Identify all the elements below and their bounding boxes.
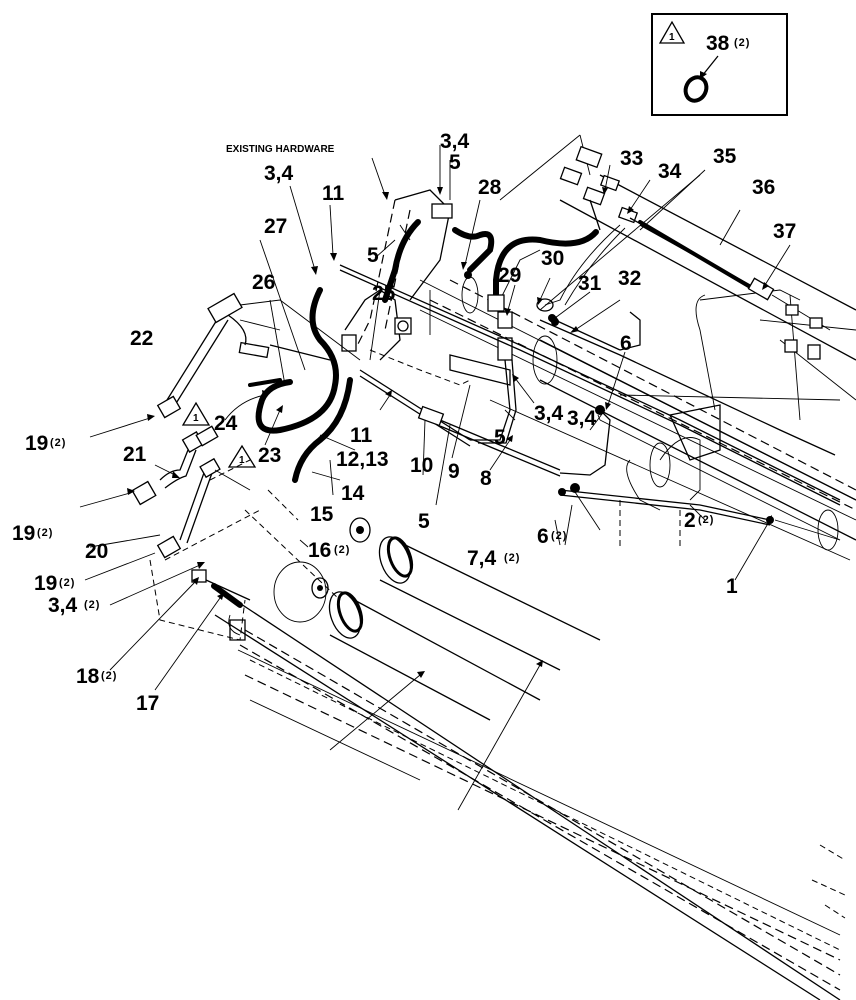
callout-19-upper: 19 <box>25 432 48 455</box>
callout-3-4-top: 3,4 <box>440 130 470 153</box>
inset-note-number: 1 <box>669 32 675 43</box>
callout-35: 35 <box>713 145 737 168</box>
callout-6-upper: 6 <box>620 332 632 355</box>
callouts: EXISTING HARDWARE 3,4 5 3,4 11 28 33 34 … <box>12 130 796 715</box>
fittings-top-right <box>487 145 831 360</box>
note-triangle-icon <box>658 20 686 44</box>
callout-37: 37 <box>773 220 796 243</box>
callout-6-lower: 6 <box>537 525 549 548</box>
callout-5-mid: 5 <box>367 244 379 267</box>
note-24-triangle-icon <box>181 401 211 426</box>
callout-5-lower: 5 <box>418 510 430 533</box>
callout-17: 17 <box>136 692 159 715</box>
callout-24-note: 1 <box>193 413 199 424</box>
callout-31: 31 <box>578 272 602 295</box>
callout-32: 32 <box>618 267 641 290</box>
callout-30: 30 <box>541 247 564 270</box>
callout-23-note: 1 <box>239 455 245 466</box>
existing-hardware-note: EXISTING HARDWARE <box>226 144 335 155</box>
callout-15: 15 <box>310 503 334 526</box>
callout-34: 34 <box>658 160 682 183</box>
callout-25: 25 <box>372 282 396 305</box>
callout-3-4-right: 3,4 <box>567 407 597 430</box>
callout-6-lower-qty: (2) <box>551 530 567 542</box>
callout-27: 27 <box>264 215 287 238</box>
callout-11-lower: 11 <box>350 424 373 447</box>
callout-3-4-bottom-qty: (2) <box>84 599 100 611</box>
callout-5-top: 5 <box>449 151 461 174</box>
callout-2: 2 <box>684 509 696 532</box>
callout-19-lower-qty: (2) <box>59 577 75 589</box>
leader-lines <box>79 145 841 811</box>
callout-1: 1 <box>726 575 738 598</box>
callout-8: 8 <box>480 467 492 490</box>
upper-frame <box>419 134 856 561</box>
callout-3-4-mid: 3,4 <box>534 402 564 425</box>
left-hose-assembly <box>131 292 341 641</box>
callout-26: 26 <box>252 271 275 294</box>
callout-3-4-bottom: 3,4 <box>48 594 78 617</box>
callout-11-upper: 11 <box>322 182 345 205</box>
callout-16: 16 <box>308 539 331 562</box>
callout-7-4-qty: (2) <box>504 552 520 564</box>
callout-5-right: 5 <box>494 426 506 449</box>
callout-18-qty: (2) <box>101 670 117 682</box>
callout-12-13: 12,13 <box>336 448 389 471</box>
note-23-triangle-icon <box>227 444 257 468</box>
callout-23: 23 <box>258 444 281 467</box>
callout-3-4-left: 3,4 <box>264 162 294 185</box>
callout-21: 21 <box>123 443 147 466</box>
callout-36: 36 <box>752 176 775 199</box>
callout-16-qty: (2) <box>334 544 350 556</box>
inset-detail-box: 1 38 (2) <box>651 13 788 116</box>
callout-19-lower: 19 <box>34 572 57 595</box>
callout-19-mid: 19 <box>12 522 35 545</box>
callout-9: 9 <box>448 460 460 483</box>
callout-19-mid-qty: (2) <box>37 527 53 539</box>
inset-part-qty: (2) <box>734 37 750 49</box>
long-tubes <box>339 264 841 541</box>
callout-10: 10 <box>410 454 433 477</box>
callout-24: 24 <box>214 412 238 435</box>
callout-14: 14 <box>341 482 365 505</box>
o-ring-icon <box>683 75 709 103</box>
callout-28: 28 <box>478 176 502 199</box>
callout-33: 33 <box>620 147 643 170</box>
callout-29: 29 <box>498 264 521 287</box>
callout-7-4: 7,4 <box>467 547 497 570</box>
inset-part-label: 38 <box>706 32 730 55</box>
callout-2-qty: (2) <box>698 514 714 526</box>
header-beam <box>214 599 846 1000</box>
rollers <box>273 517 601 721</box>
callout-22: 22 <box>130 327 153 350</box>
callout-19-upper-qty: (2) <box>50 437 66 449</box>
callout-18: 18 <box>76 665 100 688</box>
callout-20: 20 <box>85 540 108 563</box>
